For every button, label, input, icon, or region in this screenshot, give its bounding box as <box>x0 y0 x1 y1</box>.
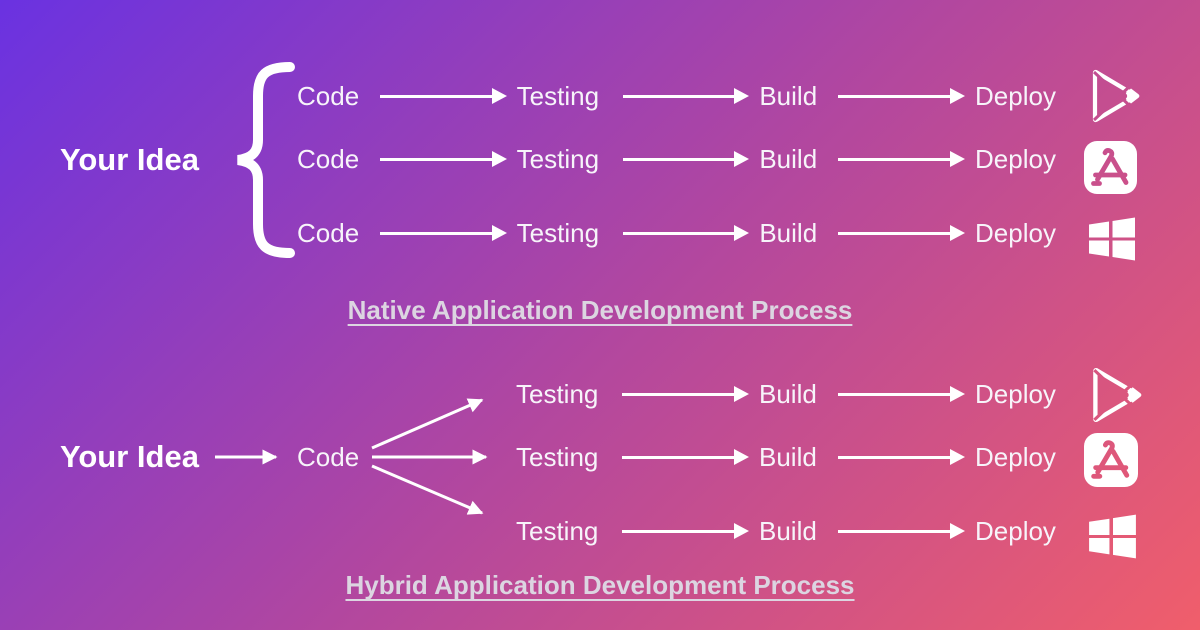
flow-arrow <box>622 386 749 402</box>
windows-icon <box>1084 214 1140 269</box>
fan-arrow-top <box>371 398 484 450</box>
step-testing: Testing <box>516 81 600 111</box>
step-build: Build <box>759 442 817 472</box>
step-deploy: Deploy <box>975 218 1056 248</box>
hybrid-shared-code: Code <box>297 442 360 472</box>
flow-row: Code Testing Build Deploy <box>297 142 1056 176</box>
hybrid-source-label: Your Idea <box>60 439 199 474</box>
app-store-icon <box>1084 141 1137 199</box>
brace-shape <box>237 62 295 258</box>
step-code: Code <box>297 144 360 174</box>
native-source-label: Your Idea <box>60 142 199 177</box>
step-testing: Testing <box>516 218 600 248</box>
flow-arrow <box>838 386 965 402</box>
step-build: Build <box>759 144 818 174</box>
flow-arrow <box>838 449 965 465</box>
google-play-icon <box>1084 366 1142 429</box>
flow-arrow <box>838 88 966 104</box>
step-build: Build <box>759 516 817 546</box>
step-deploy: Deploy <box>975 442 1056 472</box>
flow-arrow <box>622 523 749 539</box>
step-testing: Testing <box>516 516 599 546</box>
hybrid-caption: Hybrid Application Development Process <box>345 570 855 600</box>
flow-arrow <box>838 225 966 241</box>
step-deploy: Deploy <box>975 379 1056 409</box>
step-deploy: Deploy <box>975 81 1056 111</box>
windows-icon <box>1084 511 1141 567</box>
step-build: Build <box>759 379 817 409</box>
flow-row: Testing Build Deploy <box>516 514 1056 548</box>
step-build: Build <box>759 81 818 111</box>
step-code: Code <box>297 81 360 111</box>
step-build: Build <box>759 218 818 248</box>
step-testing: Testing <box>516 379 599 409</box>
flow-arrow <box>380 225 507 241</box>
flow-arrow <box>380 88 507 104</box>
flow-arrow <box>622 225 750 241</box>
fan-arrow-bottom <box>371 464 484 515</box>
flow-arrow <box>380 151 507 167</box>
flow-arrow <box>622 151 750 167</box>
step-testing: Testing <box>516 144 600 174</box>
google-play-icon <box>1084 68 1140 129</box>
flow-row: Code Testing Build Deploy <box>297 216 1056 250</box>
flow-row: Code Testing Build Deploy <box>297 79 1056 113</box>
step-testing: Testing <box>516 442 599 472</box>
step-code: Code <box>297 218 360 248</box>
step-deploy: Deploy <box>975 144 1056 174</box>
app-store-icon <box>1084 433 1138 492</box>
native-caption: Native Application Development Process <box>347 295 853 325</box>
flow-arrow <box>838 151 966 167</box>
flow-row: Testing Build Deploy <box>516 440 1056 474</box>
flow-arrow <box>622 88 750 104</box>
flow-row: Testing Build Deploy <box>516 377 1056 411</box>
flow-arrow <box>622 449 749 465</box>
flow-arrow <box>838 523 965 539</box>
step-deploy: Deploy <box>975 516 1056 546</box>
